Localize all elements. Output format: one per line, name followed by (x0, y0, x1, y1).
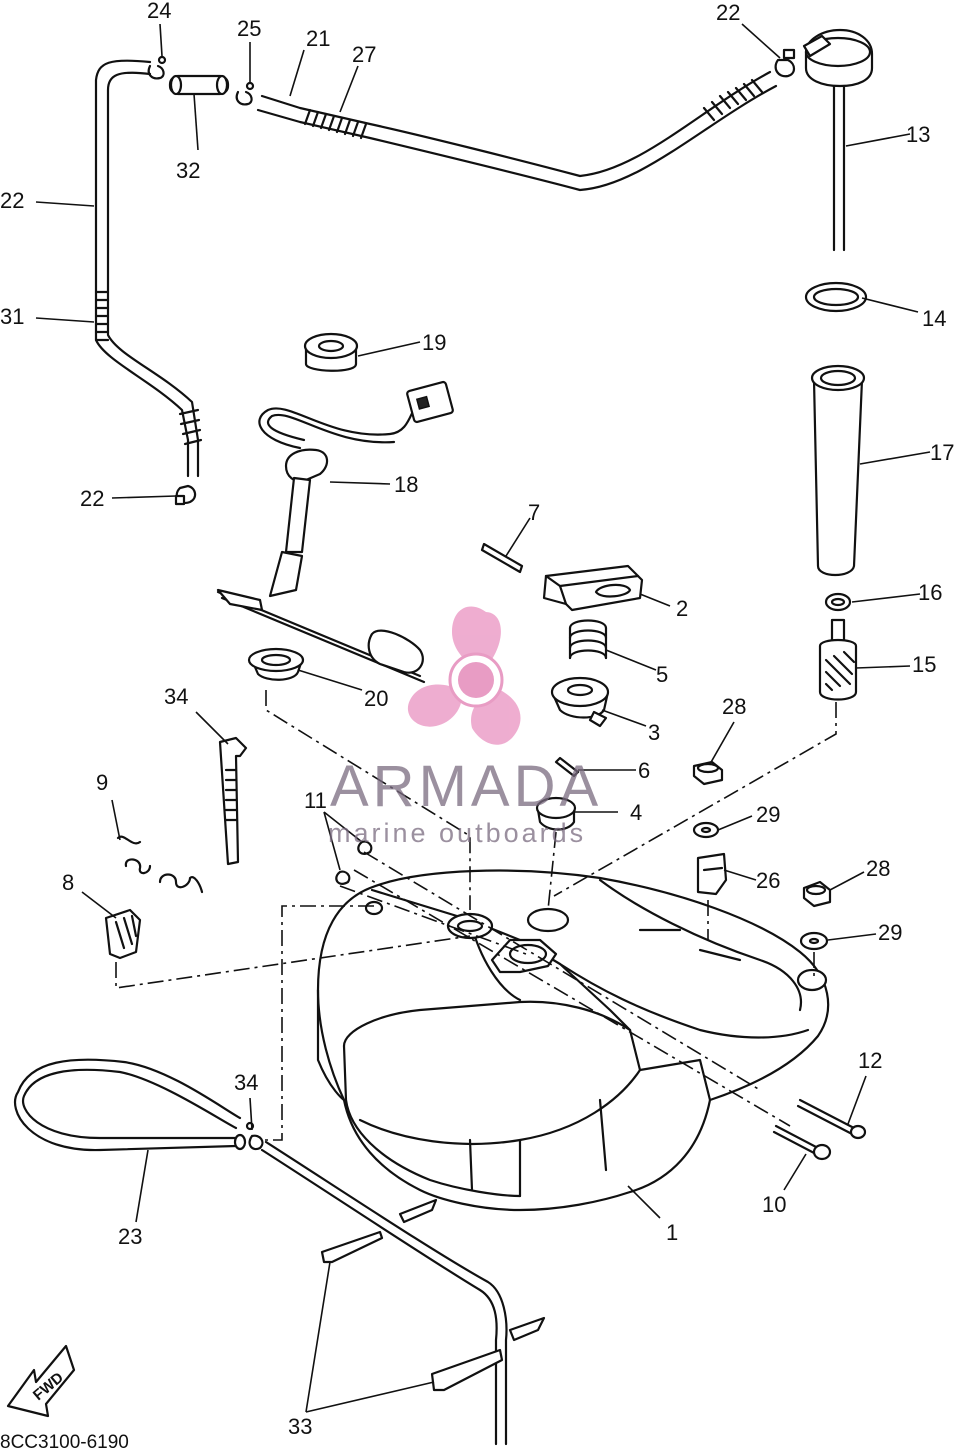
callout-label: 7 (528, 500, 540, 525)
o-ring-14 (804, 281, 868, 313)
joint-31 (168, 74, 230, 96)
sleeve-8 (104, 908, 142, 960)
cap-holder-2 (542, 564, 644, 612)
cable-tie-32-a (320, 1230, 384, 1264)
callout-label: 33 (288, 1414, 312, 1439)
nut-28-lower (802, 880, 832, 908)
callout-label: 10 (762, 1192, 786, 1217)
fuel-tank-1 (316, 869, 830, 1212)
forward-arrow-icon: FWD (6, 1344, 76, 1418)
pin-7 (480, 542, 524, 574)
callout-label: 1 (666, 1220, 678, 1245)
cable-tie-33 (218, 736, 248, 866)
cable-tie-32-c (430, 1348, 504, 1392)
vent-hose-24 (13, 1058, 508, 1446)
bolt-12 (796, 1098, 867, 1140)
cable-tie-32-d (508, 1316, 546, 1342)
callout-label: 27 (352, 42, 376, 67)
cable-tie-32-b (398, 1198, 438, 1224)
callout-label: 2 (676, 596, 688, 621)
callout-label: 28 (722, 694, 746, 719)
assembly-lines (115, 690, 837, 1141)
callout-label: 20 (364, 686, 388, 711)
callout-label: 6 (638, 758, 650, 783)
callout-label: 3 (648, 720, 660, 745)
callout-label: 13 (906, 122, 930, 147)
washer-29-upper (692, 821, 720, 839)
watermark-brand: ARMADA (330, 754, 602, 819)
leader-lines (35, 23, 931, 1413)
callout-label: 25 (237, 16, 261, 41)
fuel-pickup-13 (802, 28, 874, 252)
callout-label: 26 (756, 868, 780, 893)
nut-28-upper (692, 760, 724, 786)
callout-label: 34 (234, 1070, 258, 1095)
fuel-sender-18 (216, 380, 454, 684)
callout-label: 31 (0, 304, 24, 329)
washer-29-lower (799, 931, 829, 951)
bolt-10 (772, 1124, 832, 1161)
callout-label: 16 (918, 580, 942, 605)
hose-clip-22-lower (174, 484, 197, 506)
callout-label: 12 (858, 1048, 882, 1073)
hose-clip-25-right (235, 81, 255, 106)
clip-11-lower (335, 870, 351, 885)
vent-hose-23 (94, 59, 203, 478)
callout-label: 29 (878, 920, 902, 945)
grommet-4 (535, 796, 577, 831)
callout-label: 14 (922, 306, 946, 331)
part-code: 8CC3100-6190 (0, 1432, 129, 1451)
hose-clip-22-top (774, 48, 796, 78)
cap-3 (550, 676, 610, 728)
spring-5 (568, 619, 608, 660)
grommet-19 (303, 332, 359, 372)
callout-label: 22 (716, 0, 740, 25)
callout-label: 17 (930, 440, 954, 465)
clip-16 (824, 592, 852, 612)
callout-label: 5 (656, 662, 668, 687)
callout-label: 8 (62, 870, 74, 895)
callout-label: 18 (394, 472, 418, 497)
hose-clip-25-left (147, 55, 167, 80)
callout-label: 24 (147, 0, 171, 23)
pin-6 (554, 756, 580, 778)
callout-label: 29 (756, 802, 780, 827)
armada-logo-icon (407, 606, 521, 745)
fuel-filter-15 (818, 618, 858, 701)
filter-tube-17 (810, 364, 866, 577)
callout-label: 9 (96, 770, 108, 795)
clip-34 (245, 1121, 264, 1151)
bracket-26 (696, 852, 728, 896)
callout-label: 32 (176, 158, 200, 183)
callout-label: 28 (866, 856, 890, 881)
spring-9 (116, 835, 204, 894)
fuel-hose-21-27 (256, 70, 778, 192)
callout-label: 11 (304, 788, 327, 813)
callout-label: 34 (164, 684, 188, 709)
callout-label: 21 (306, 26, 330, 51)
callout-label: 19 (422, 330, 446, 355)
grommet-20 (247, 647, 305, 681)
clip-11-upper (357, 840, 373, 855)
callout-label: 23 (118, 1224, 142, 1249)
callout-label: 22 (80, 486, 104, 511)
watermark-tagline: marine outboards (328, 818, 586, 848)
callout-label: 4 (630, 800, 642, 825)
callout-label: 22 (0, 188, 24, 213)
callout-label: 15 (912, 652, 936, 677)
